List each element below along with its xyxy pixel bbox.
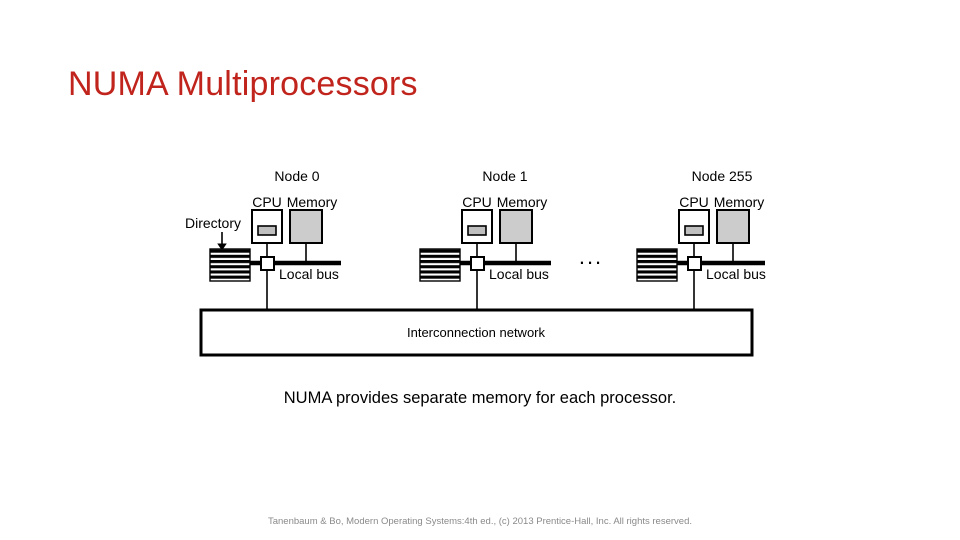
node-255-directory-block	[636, 248, 678, 282]
node-1-label: Node 1	[482, 168, 527, 184]
node-0-bus-connector	[260, 256, 275, 271]
node-0-bus-label: Local bus	[279, 266, 339, 282]
node-1-cpu-label: CPU	[462, 194, 492, 210]
node-255-bus-connector	[687, 256, 702, 271]
nodes-ellipsis: ...	[579, 244, 603, 269]
page-title: NUMA Multiprocessors	[68, 65, 418, 103]
node-1-memory-label: Memory	[497, 194, 548, 210]
node-255-memory-box	[716, 209, 750, 244]
node-0-label: Node 0	[274, 168, 319, 184]
slide-footer-credit: Tanenbaum & Bo, Modern Operating Systems…	[267, 516, 692, 527]
node-255-bus-label: Local bus	[706, 266, 766, 282]
node-1-bus-label: Local bus	[489, 266, 549, 282]
node-0-cpu-cache	[257, 225, 277, 236]
slide-caption: NUMA provides separate memory for each p…	[283, 389, 677, 407]
node-1-bus-connector	[470, 256, 485, 271]
node-255-group: Node 255 CPU Memory Local bus	[636, 168, 766, 311]
node-0-cpu-label: CPU	[252, 194, 282, 210]
node-255-cpu-cache	[684, 225, 704, 236]
interconnection-network-box	[199, 308, 754, 357]
node-0-memory-label: Memory	[287, 194, 338, 210]
node-255-label: Node 255	[692, 168, 753, 184]
node-1-group: Node 1 CPU Memory Local bus	[419, 168, 551, 311]
interconnection-network-group: Interconnection network	[199, 308, 754, 357]
directory-label: Directory	[185, 215, 241, 231]
node-255-memory-label: Memory	[714, 194, 765, 210]
node-255-cpu-label: CPU	[679, 194, 709, 210]
node-0-memory-box	[289, 209, 323, 244]
interconnection-network-label: Interconnection network	[407, 325, 546, 340]
node-1-cpu-cache	[467, 225, 487, 236]
node-1-memory-box	[499, 209, 533, 244]
node-0-group: Node 0 CPU Memory Directory Local bus	[185, 168, 341, 311]
node-0-directory-block	[209, 248, 251, 282]
node-1-directory-block	[419, 248, 461, 282]
